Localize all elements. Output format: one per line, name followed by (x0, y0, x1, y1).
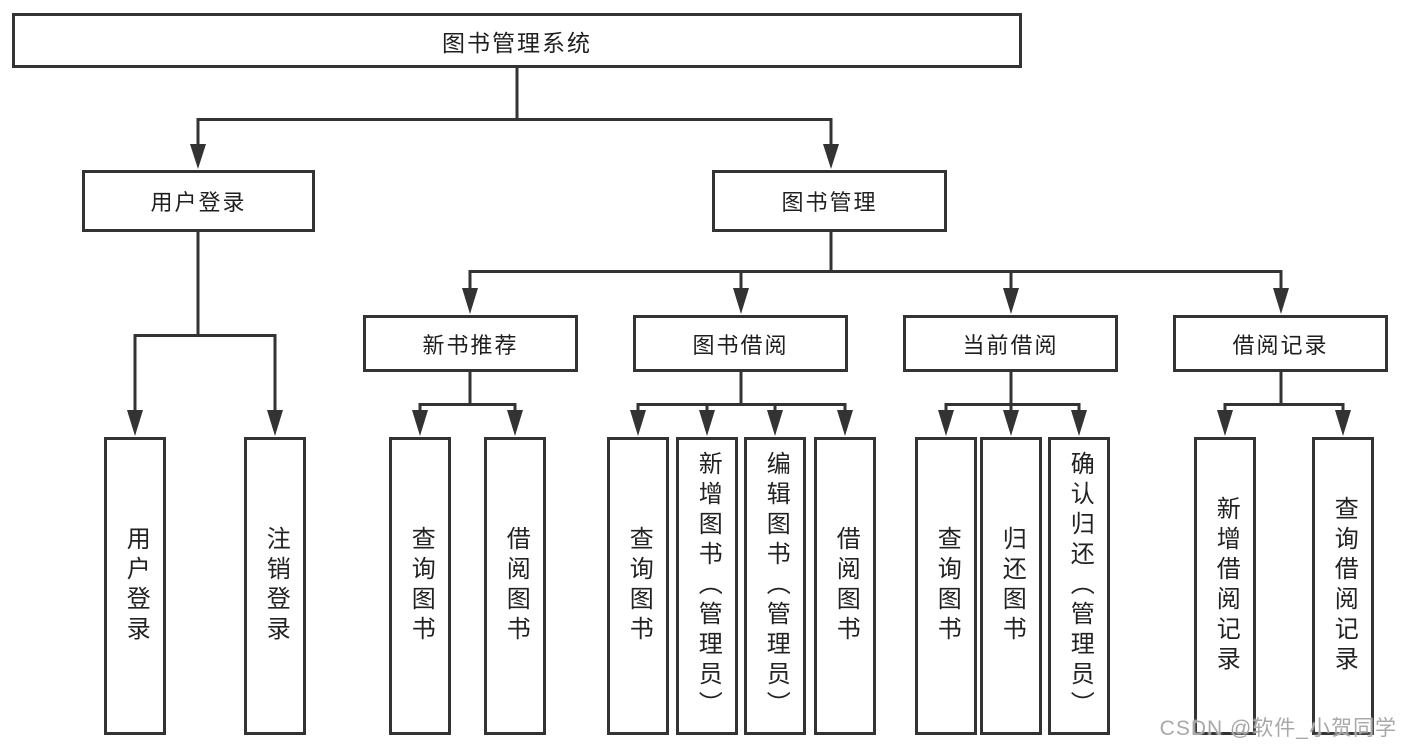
leaf-label: 借阅图书 (502, 526, 530, 646)
leaf-borrow-books-recommend: 借阅图书 (484, 437, 546, 735)
arrow-down-icon (1273, 288, 1289, 314)
leaf-user-login: 用户登录 (104, 437, 166, 735)
node-new-book-recommend: 新书推荐 (363, 315, 578, 372)
arrow-down-icon (462, 288, 478, 314)
leaf-query-books-borrow: 查询图书 (607, 437, 669, 735)
node-label: 用户登录 (150, 190, 247, 215)
leaf-label: 新增借阅记录 (1212, 496, 1240, 676)
arrow-down-icon (1217, 410, 1233, 436)
arrow-down-icon (1003, 288, 1019, 314)
arrow-down-icon (267, 410, 283, 436)
connector-book-management-to-level3 (462, 232, 1289, 314)
arrow-down-icon (630, 410, 646, 436)
node-user-login: 用户登录 (82, 170, 315, 232)
arrow-down-icon (1335, 410, 1351, 436)
arrow-down-icon (412, 410, 428, 436)
leaf-label: 新增图书（管理员） (694, 451, 722, 721)
leaf-label: 确认归还（管理员） (1066, 451, 1094, 721)
arrow-down-icon (127, 410, 143, 436)
leaf-label: 查询图书 (625, 526, 653, 646)
leaf-label: 借阅图书 (832, 526, 860, 646)
arrow-down-icon (190, 144, 206, 169)
node-label: 借阅记录 (1232, 332, 1329, 358)
node-label: 新书推荐 (422, 332, 519, 358)
node-current-borrow: 当前借阅 (903, 315, 1118, 372)
node-book-management: 图书管理 (712, 170, 947, 232)
leaf-query-books-recommend: 查询图书 (389, 437, 451, 735)
arrow-down-icon (507, 410, 523, 436)
leaf-label: 查询借阅记录 (1330, 496, 1358, 676)
node-label: 当前借阅 (962, 332, 1059, 358)
arrow-down-icon (1003, 410, 1019, 436)
leaf-edit-book-admin: 编辑图书（管理员） (744, 437, 806, 735)
leaf-query-borrow-record: 查询借阅记录 (1312, 437, 1374, 735)
leaf-add-book-admin: 新增图书（管理员） (676, 437, 738, 735)
leaf-confirm-return-admin: 确认归还（管理员） (1048, 437, 1110, 735)
arrow-down-icon (699, 410, 715, 436)
connector-book-borrow-to-leaves (630, 372, 853, 436)
arrow-down-icon (823, 144, 839, 169)
leaf-query-books-current: 查询图书 (915, 437, 977, 735)
leaf-label: 用户登录 (122, 526, 150, 646)
connector-borrow-records-to-leaves (1217, 372, 1351, 436)
csdn-watermark: CSDN @软件_小贺同学 (1159, 717, 1397, 740)
leaf-add-borrow-record: 新增借阅记录 (1194, 437, 1256, 735)
arrow-down-icon (767, 410, 783, 436)
node-book-borrow: 图书借阅 (633, 315, 848, 372)
leaf-return-book: 归还图书 (980, 437, 1042, 735)
arrow-down-icon (1071, 410, 1087, 436)
node-label: 图书借阅 (692, 332, 789, 358)
connector-root-to-level2 (190, 68, 839, 169)
arrow-down-icon (733, 288, 749, 314)
leaf-logout: 注销登录 (244, 437, 306, 735)
leaf-borrow-books: 借阅图书 (814, 437, 876, 735)
leaf-label: 查询图书 (933, 526, 961, 646)
node-root-system: 图书管理系统 (12, 13, 1022, 68)
arrow-down-icon (938, 410, 954, 436)
connector-new-book-recommend-to-leaves (412, 372, 523, 436)
connector-user-login-to-leaves (127, 232, 283, 436)
leaf-label: 归还图书 (998, 526, 1026, 646)
leaf-label: 编辑图书（管理员） (762, 451, 790, 721)
node-label: 图书管理系统 (442, 29, 592, 56)
node-borrow-records: 借阅记录 (1173, 315, 1388, 372)
connector-current-borrow-to-leaves (938, 372, 1087, 436)
node-label: 图书管理 (781, 190, 878, 215)
leaf-label: 查询图书 (407, 526, 435, 646)
arrow-down-icon (837, 410, 853, 436)
leaf-label: 注销登录 (262, 526, 290, 646)
